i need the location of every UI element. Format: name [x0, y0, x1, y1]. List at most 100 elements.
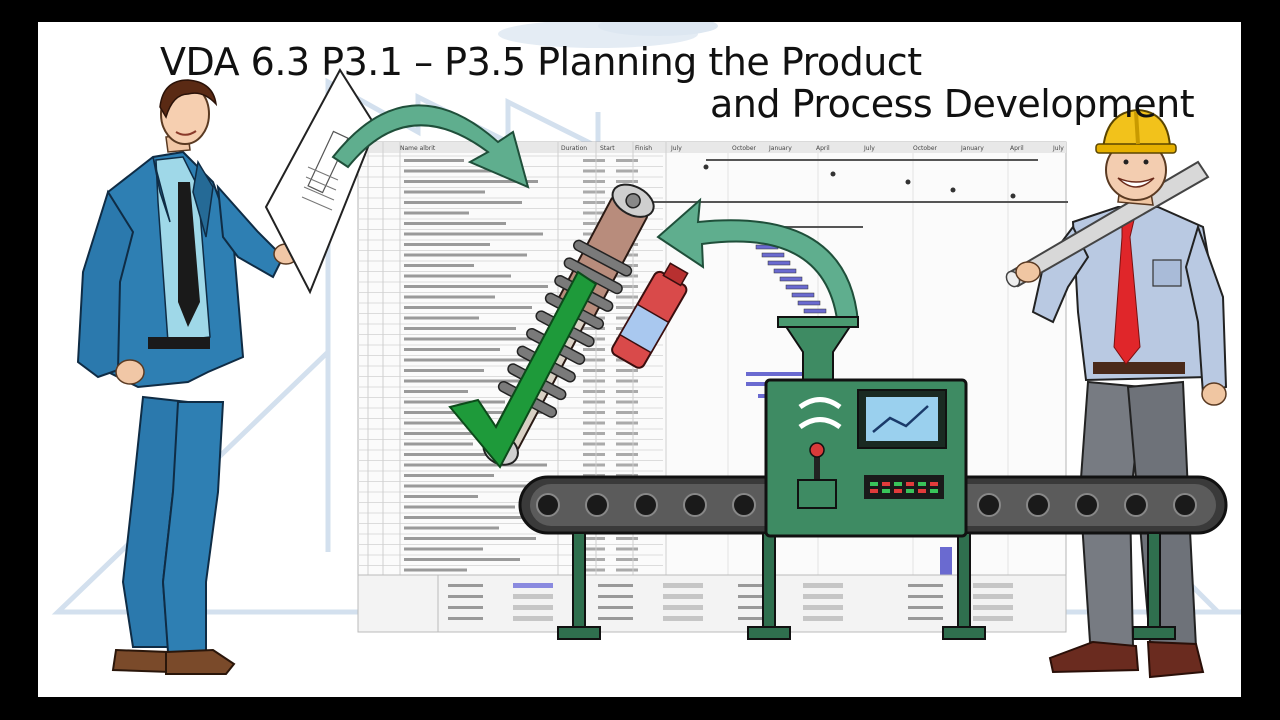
- gantt-milestone: [830, 171, 836, 177]
- gantt-row-text: [583, 358, 605, 362]
- legend-swatch: [513, 616, 553, 621]
- gantt-row-text: [616, 306, 638, 309]
- cloud: [498, 22, 718, 48]
- gantt-row-text: [404, 484, 531, 488]
- gantt-row-text: [616, 369, 638, 372]
- gantt-row-text: [583, 442, 605, 446]
- gantt-row-text: [616, 453, 638, 456]
- gantt-bars: [638, 159, 1068, 575]
- gantt-row-text: [404, 190, 485, 194]
- reservoir-icon: [611, 262, 689, 369]
- legend-swatch: [973, 594, 1013, 599]
- gantt-row-text: [404, 243, 490, 246]
- gantt-row-text: [404, 232, 543, 236]
- conveyor-roller: [1026, 493, 1050, 517]
- gantt-row-text: [616, 421, 638, 425]
- gantt-row-text: [404, 390, 468, 393]
- gantt-col-start: Start: [600, 145, 615, 152]
- indicator-light: [930, 489, 938, 493]
- indicator-light: [906, 482, 914, 486]
- gantt-row-text: [404, 526, 499, 530]
- gantt-milestone: [950, 187, 956, 193]
- gantt-row-text: [404, 369, 484, 372]
- gantt-row-text: [404, 505, 515, 509]
- gantt-row-text: [404, 327, 516, 330]
- legend-label: [448, 584, 483, 587]
- gantt-row-text: [583, 453, 605, 456]
- gantt-row-text: [583, 379, 605, 383]
- gantt-row-text: [583, 327, 605, 330]
- gantt-row-text: [583, 180, 605, 183]
- legend-swatch: [663, 594, 703, 599]
- gantt-row-text: [616, 547, 638, 551]
- legend-swatch: [973, 605, 1013, 610]
- gantt-row-text: [404, 421, 489, 425]
- gantt-row-text: [616, 285, 638, 288]
- indicator-light: [918, 489, 926, 493]
- gantt-row-text: [583, 421, 605, 425]
- gantt-row-text: [404, 295, 495, 299]
- legend-swatch: [513, 594, 553, 599]
- gantt-row-text: [404, 358, 537, 362]
- businessman-holding-drawing-icon: [76, 79, 299, 675]
- gantt-row-text: [404, 474, 494, 477]
- indicator-light: [882, 489, 890, 493]
- gantt-row-text: [616, 295, 638, 299]
- gantt-row-text: [616, 568, 638, 572]
- gantt-row-text: [616, 442, 638, 446]
- gantt-row-text: [583, 190, 605, 194]
- gantt-row-text: [616, 558, 638, 561]
- legend-swatch: [663, 605, 703, 610]
- indicator-light: [894, 482, 902, 486]
- gantt-row-text: [404, 306, 532, 309]
- gantt-row-text: [583, 222, 605, 225]
- gantt-row-text: [616, 432, 638, 435]
- gantt-row-text: [404, 453, 510, 456]
- gantt-row-text: [616, 379, 638, 383]
- legend-label: [738, 617, 773, 620]
- gantt-task-bar: [761, 252, 785, 258]
- gantt-row-text: [583, 411, 605, 414]
- gantt-row-text: [583, 169, 605, 173]
- indicator-light: [894, 489, 902, 493]
- legend-swatch: [973, 616, 1013, 621]
- gantt-row-text: [583, 547, 605, 551]
- legend-label: [448, 606, 483, 609]
- gantt-header-row: Name albrit Duration Start Finish July O…: [358, 142, 1066, 153]
- gantt-row-text: [616, 180, 638, 183]
- gantt-month: July: [1052, 145, 1064, 152]
- conveyor-roller: [1173, 493, 1197, 517]
- legend-swatch: [663, 616, 703, 621]
- scene: Name albrit Duration Start Finish July O…: [51, 22, 1241, 679]
- legend-label: [738, 606, 773, 609]
- indicator-light: [882, 482, 890, 486]
- page-title: VDA 6.3 P3.1 – P3.5 Planning the Product: [160, 40, 922, 84]
- gantt-milestone: [703, 164, 709, 170]
- gantt-month: July: [863, 145, 875, 152]
- conveyor-roller: [536, 493, 560, 517]
- legend-label: [448, 595, 483, 598]
- checkmark-icon: [448, 270, 598, 469]
- gantt-row-text: [404, 169, 501, 173]
- gantt-task-bar: [791, 292, 815, 298]
- production-machine-icon: [764, 316, 968, 538]
- gantt-row-text: [404, 568, 467, 572]
- illustration-canvas: Name albrit Duration Start Finish July O…: [38, 22, 1241, 697]
- gantt-row-text: [583, 432, 605, 435]
- gantt-month: October: [913, 145, 938, 152]
- gantt-row-text: [404, 253, 527, 257]
- legend-label: [448, 617, 483, 620]
- gantt-row-text: [404, 201, 522, 204]
- legend-label: [598, 584, 633, 587]
- gantt-row-text: [404, 180, 538, 183]
- gantt-row-text: [583, 568, 605, 572]
- legend-swatch: [663, 583, 703, 588]
- gantt-month: April: [816, 145, 830, 152]
- gantt-row-text: [583, 369, 605, 372]
- gantt-row-text: [404, 348, 500, 351]
- indicator-light: [870, 489, 878, 493]
- gantt-month: January: [960, 145, 984, 152]
- gantt-row-text: [616, 537, 638, 540]
- legend-label: [598, 617, 633, 620]
- gantt-month: July: [670, 145, 682, 152]
